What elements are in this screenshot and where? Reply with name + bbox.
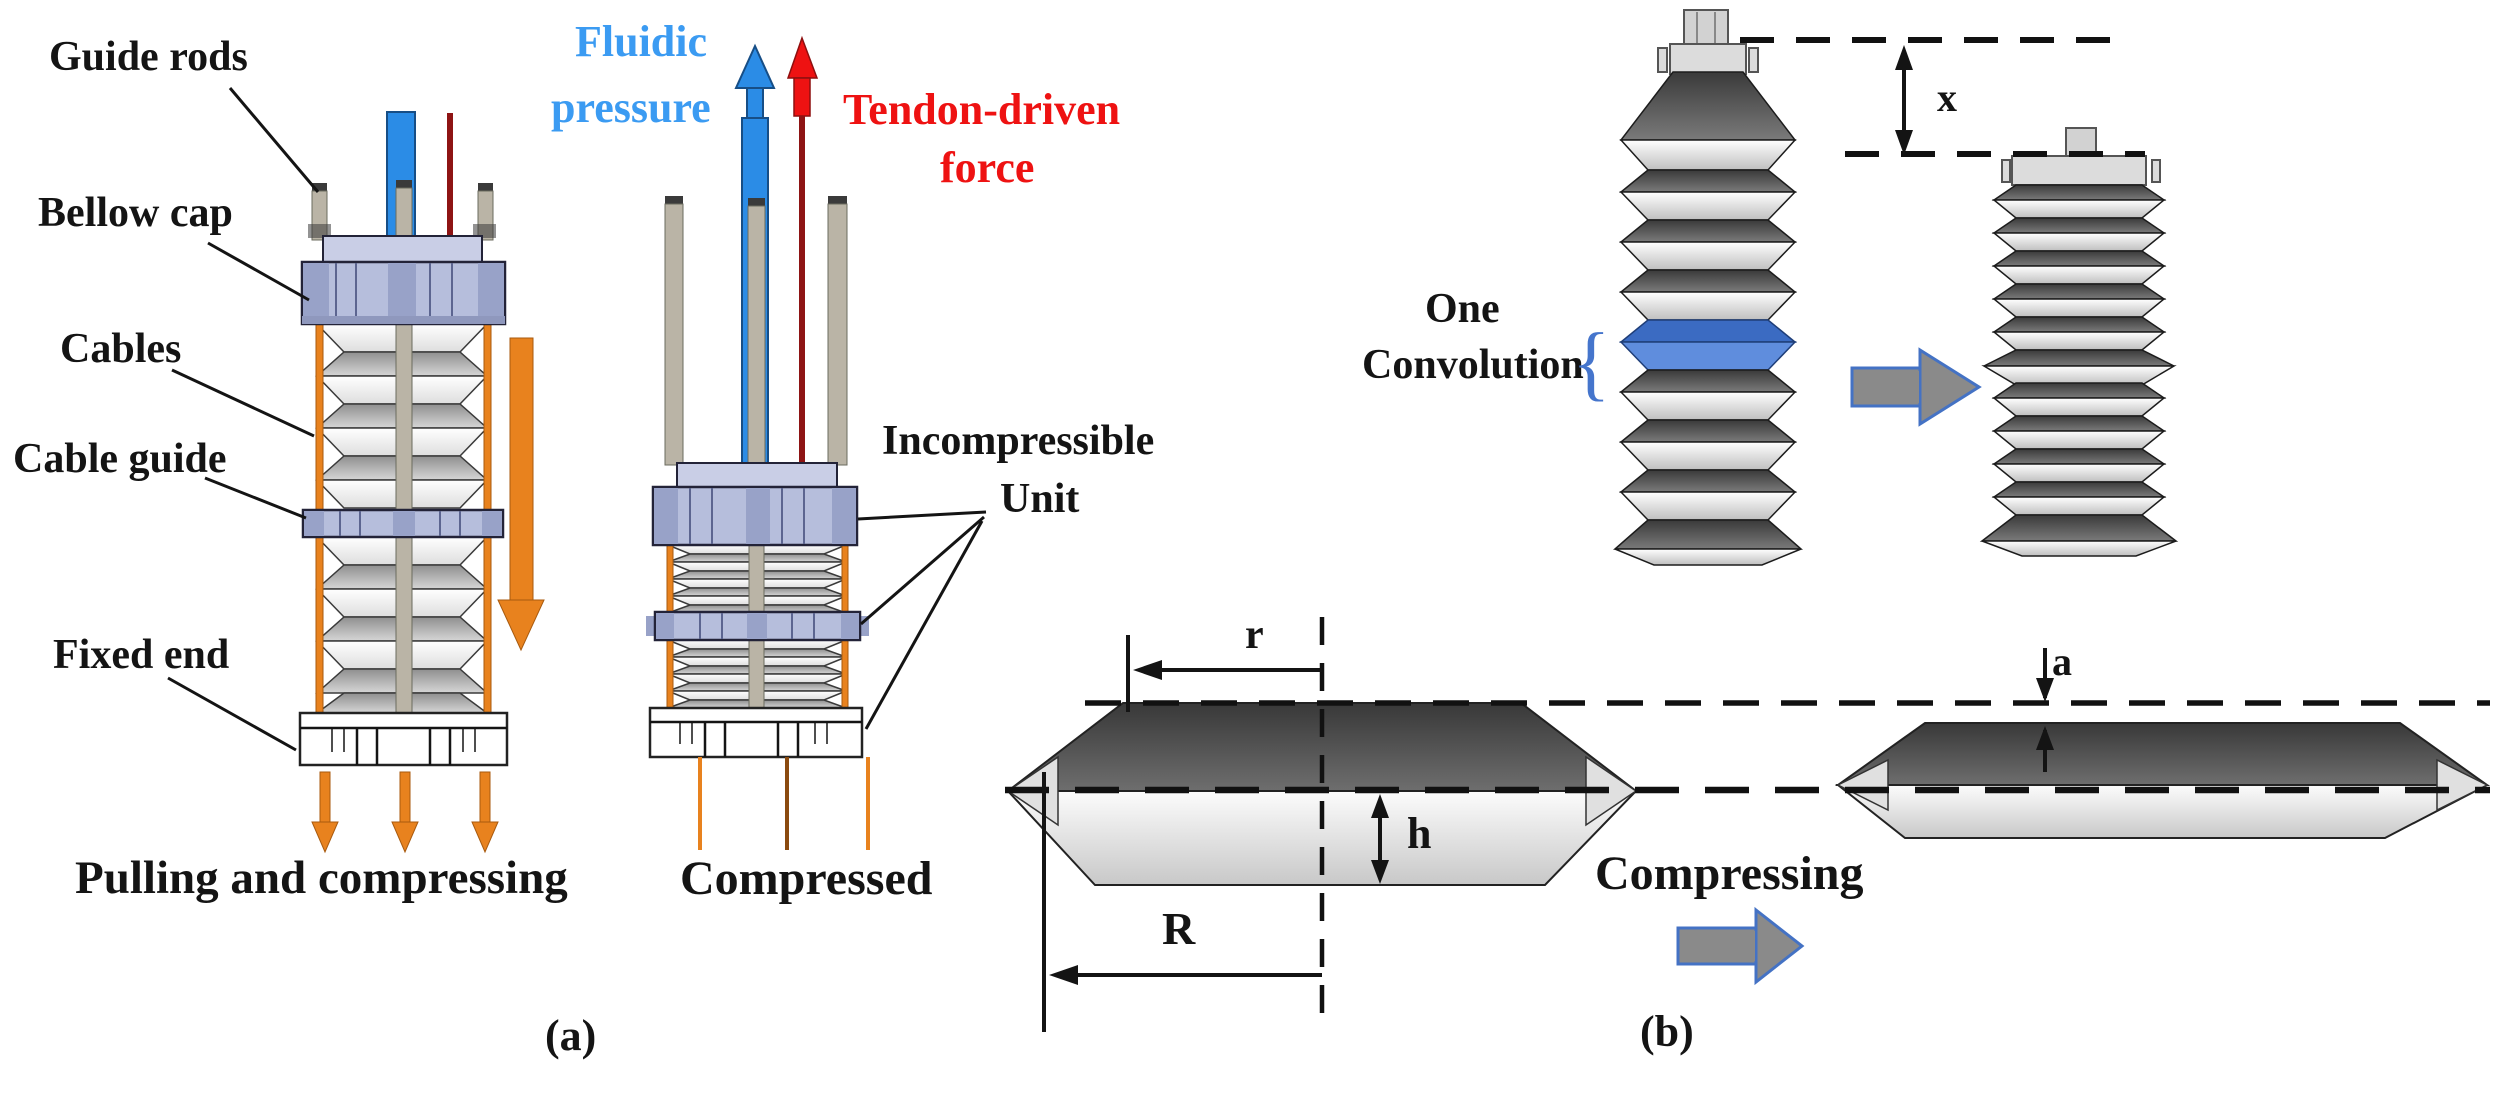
incompressible-unit-label-line1: Incompressible: [882, 418, 1155, 464]
reference-dashed-lines: [1740, 37, 2145, 157]
cable-guide-ring: [301, 508, 505, 539]
actuator-compressed-state: [646, 35, 870, 850]
tendon-force-label-line2: force: [940, 143, 1035, 192]
tendon-force-arrow-icon: [786, 35, 819, 117]
big-down-arrow-icon: [497, 337, 545, 652]
caption-compressed: Compressed: [680, 852, 933, 905]
guide-rod: [827, 203, 848, 466]
dimension-a-label: a: [2052, 639, 2072, 684]
compressing-label: Compressing: [1595, 847, 1864, 900]
incompressible-unit-ring-middle: [646, 610, 869, 642]
panel-b-label: (b): [1640, 1007, 1694, 1056]
highlighted-convolution: [1618, 319, 1798, 371]
callout-cables: Cables: [60, 326, 182, 372]
cable-wire: [785, 757, 789, 850]
fluidic-pressure-label-line1: Fluidic: [575, 17, 708, 66]
incompressible-unit-ring-top: [651, 485, 859, 547]
dimension-x-label: x: [1937, 75, 1957, 120]
callout-cable-guide: Cable guide: [13, 436, 227, 482]
x-dimension-arrow: [1895, 45, 1913, 155]
fixed-end-block: [648, 706, 864, 759]
convolution-brace-icon: {: [1572, 316, 1611, 410]
tendon-force-label-line1: Tendon-driven: [843, 85, 1121, 134]
bellow-cap-ring: [300, 260, 507, 326]
block-arrow-right-icon: [1850, 347, 1982, 427]
fluidic-pressure-label-line2: pressure: [551, 83, 711, 132]
bellows-compressed: [1979, 127, 2179, 557]
callout-guide-rods: Guide rods: [49, 34, 248, 80]
section-dashed-lines: [1005, 617, 2490, 1028]
dimension-r-label: r: [1245, 612, 1264, 658]
pull-arrow-icon: [311, 771, 499, 854]
fitting-collar: [1669, 43, 1747, 75]
actuator-pulling-compressing: [298, 111, 545, 854]
compressed-highlight-convolution: [1981, 349, 2177, 386]
dimension-R-label: R: [1162, 903, 1196, 954]
guide-rod: [664, 203, 684, 466]
bellow-cap-plate: [322, 235, 483, 263]
panel-a-label: (a): [545, 1011, 597, 1060]
cable-wire: [866, 757, 870, 850]
convolution-section-compressed: [1834, 722, 2491, 839]
leader-lines: [167, 87, 987, 752]
fixed-end-block: [298, 711, 509, 767]
callout-fixed-end: Fixed end: [53, 632, 230, 678]
a-dimension: [2036, 648, 2054, 772]
r-dimension: [1126, 635, 1322, 712]
tendon-line: [799, 116, 805, 464]
fitting-collar: [2011, 155, 2147, 186]
one-convolution-label-line2: Convolution: [1362, 342, 1584, 388]
h-dimension: [1371, 794, 1389, 884]
panel-a: [167, 35, 987, 854]
fitting-tube: [1683, 9, 1729, 47]
compressing-block-arrow-icon: [1676, 906, 1805, 986]
incompressible-unit-label-line2: Unit: [1000, 476, 1080, 522]
fluidic-pressure-arrow-icon: [734, 43, 776, 119]
callout-bellow-cap: Bellow cap: [38, 190, 233, 236]
caption-pulling-and-compressing: Pulling and compressing: [75, 852, 568, 904]
panel-b: [1005, 9, 2491, 1032]
bellow-cap-plate: [676, 462, 838, 490]
tendon-line: [447, 113, 453, 240]
dimension-h-label: h: [1407, 809, 1432, 858]
one-convolution-label-line1: One: [1425, 286, 1500, 332]
R-dimension: [1042, 772, 1322, 1032]
center-rod: [747, 205, 766, 466]
bellows-extended: [1613, 9, 1803, 566]
cable-wire: [698, 757, 702, 850]
